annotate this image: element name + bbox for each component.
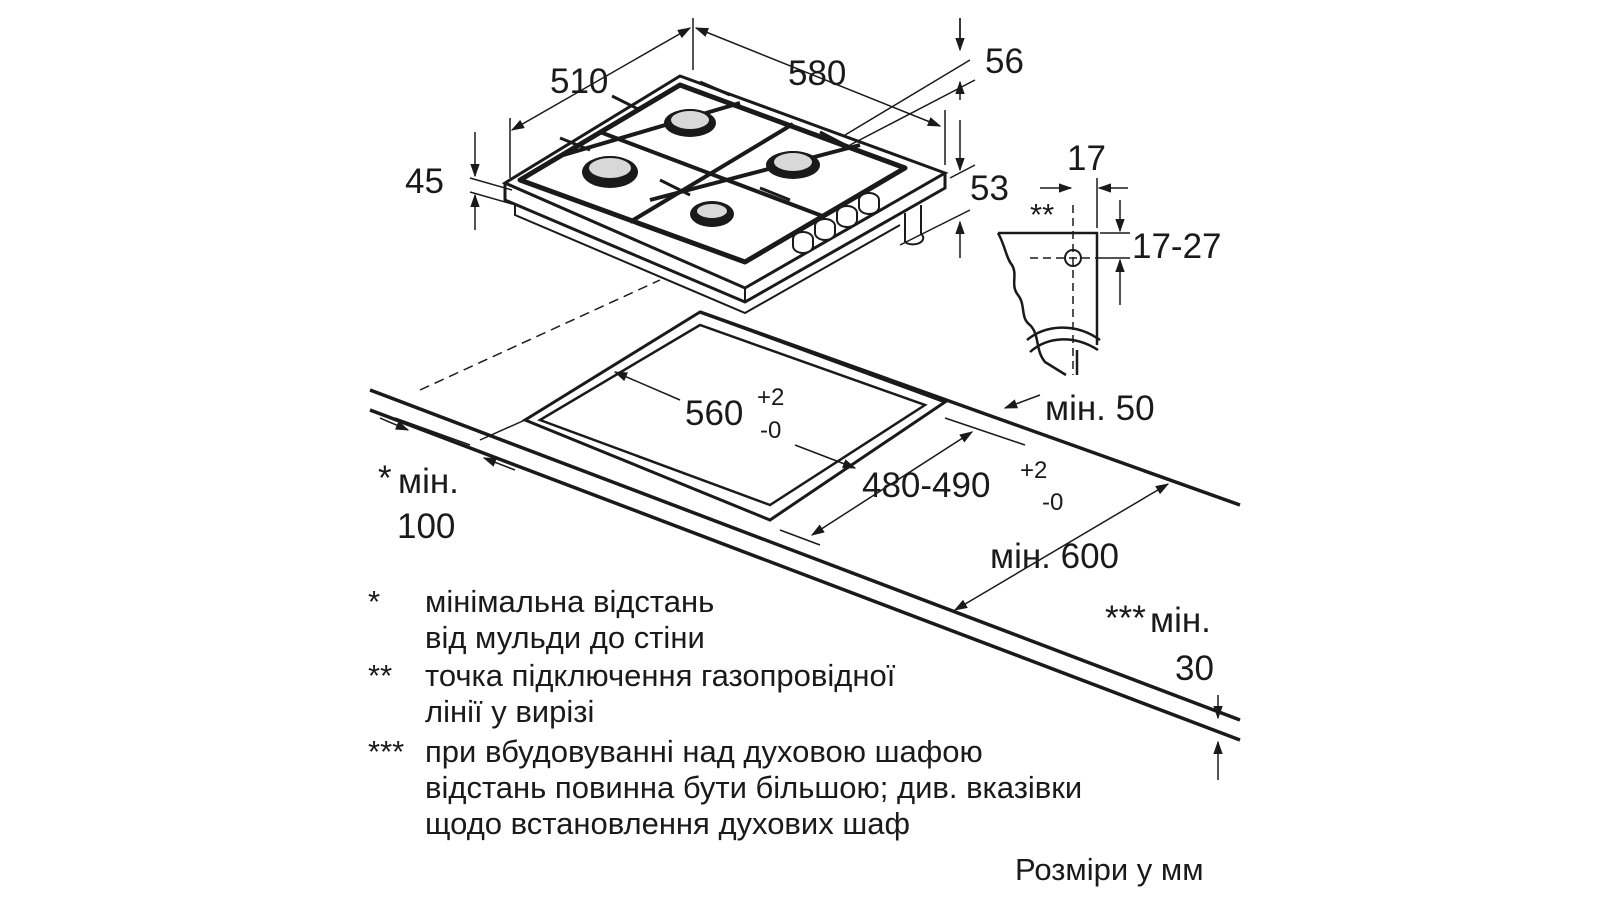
- clearance-oven-marker: ***: [1105, 599, 1146, 638]
- clearance-rear-label: мін.: [398, 462, 459, 501]
- note-3-line-3: щодо встановлення духових шаф: [425, 806, 910, 841]
- burner-front-right: [690, 201, 734, 227]
- dim-thickness-left: 45: [405, 162, 444, 201]
- note-3-line-1: при вбудовуванні над духовою шафою: [425, 734, 983, 769]
- units-label: Розміри у мм: [1015, 852, 1204, 887]
- cutout-width-tol-plus: +2: [757, 384, 784, 411]
- clearance-oven-value: 30: [1175, 649, 1214, 688]
- cutout-depth: 480-490: [862, 466, 990, 505]
- gas-connector: [904, 205, 925, 246]
- burner-rear-left: [664, 109, 716, 137]
- clearance-oven-label: мін.: [1150, 601, 1211, 640]
- footnotes: * мінімальна відстань від мульди до стін…: [368, 584, 1204, 887]
- dim-width-left: 510: [550, 62, 608, 101]
- control-knobs: [792, 192, 880, 254]
- worktop-section: [996, 231, 1099, 377]
- cutout-depth-tol-plus: +2: [1020, 457, 1047, 484]
- clearance-side-min: мін. 50: [1045, 389, 1155, 428]
- hob-dimension-lines: [469, 18, 976, 258]
- note-1-marker: *: [368, 584, 380, 619]
- worktop-cutout: [521, 310, 949, 522]
- hob-bottom-tray: [514, 205, 901, 315]
- note-2-marker: **: [368, 658, 392, 693]
- gas-offset-vertical: 17-27: [1132, 227, 1222, 266]
- cutout-width: 560: [685, 394, 743, 433]
- gas-connection-detail: 17 17-27 **: [996, 139, 1222, 377]
- cutout-width-tol-minus: -0: [760, 417, 781, 444]
- dim-depth-right: 53: [970, 169, 1009, 208]
- burner-front-left: [582, 156, 638, 188]
- note-3-line-2: відстань повинна бути більшою; див. вказ…: [425, 770, 1082, 805]
- burner-rear-right: [766, 151, 820, 179]
- hob-dimension-labels: 510 580 56 45 53: [405, 42, 1024, 208]
- clearance-rear-value: 100: [397, 507, 455, 546]
- cutout-depth-tol-minus: -0: [1042, 489, 1063, 516]
- note-2-line-2: лінії у вирізі: [425, 694, 594, 729]
- clearance-worktop-depth: мін. 600: [990, 537, 1119, 576]
- clearance-labels: * мін. 100 мін. 50 мін. 600 *** мін. 30: [378, 389, 1214, 688]
- worktop-drawing: 560 +2 -0 480-490 +2 -0: [369, 279, 1241, 780]
- dim-width-top: 580: [788, 54, 846, 93]
- hob-drawing: [501, 74, 949, 315]
- clearance-rear-star: *: [378, 459, 392, 498]
- note-1-line-2: від мульди до стіни: [425, 620, 705, 655]
- note-1-line-1: мінімальна відстань: [425, 584, 714, 619]
- note-2-line-1: точка підключення газопровідної: [425, 658, 896, 693]
- dim-height-top-right: 56: [985, 42, 1024, 81]
- gas-marker: **: [1030, 197, 1054, 232]
- note-3-marker: ***: [368, 734, 404, 769]
- gas-offset-horizontal: 17: [1067, 139, 1106, 178]
